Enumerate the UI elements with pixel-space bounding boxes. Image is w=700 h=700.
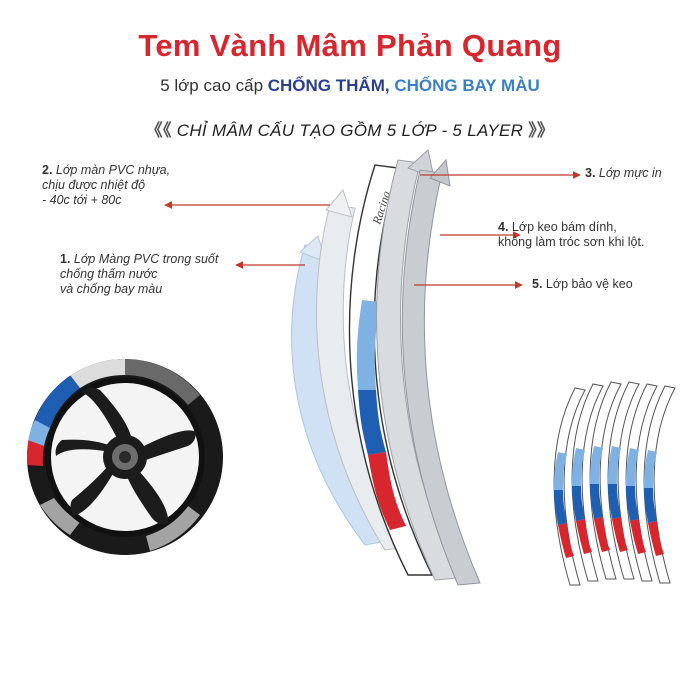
layer-3-line-1: Lớp mực in (598, 166, 662, 180)
layer-2-line-3: - 40c tới + 80c (42, 193, 122, 207)
banner-text: CHỈ MÂM CẤU TẠO GỒM 5 LỚP - 5 LAYER (176, 121, 524, 140)
subtitle-highlight-waterproof: CHỐNG THẤM, (267, 76, 390, 95)
layer-1-line-3: và chống bay màu (60, 282, 163, 296)
layer-4-line-2: không làm tróc sơn khi lột. (498, 235, 645, 249)
page-title: Tem Vành Mâm Phản Quang (138, 28, 562, 63)
layer-stack-illustration: Racing (291, 149, 481, 586)
subtitle: 5 lớp cao cấp CHỐNG THẤM, CHỐNG BAY MÀU (0, 76, 700, 96)
layer-5-line-1: Lớp bảo vệ keo (545, 277, 633, 291)
layer-1-label: 1. Lớp Màng PVC trong suốt chống thấm nư… (60, 252, 240, 297)
layer-1-line-2: chống thấm nước (60, 267, 158, 281)
subtitle-highlight-colorfast: CHỐNG BAY MÀU (394, 76, 540, 95)
layer-5-number: 5. (532, 277, 543, 291)
layer-2-line-1: Lớp màn PVC nhựa, (55, 163, 171, 177)
layer-4-line-1: Lớp keo bám dính, (511, 220, 617, 234)
callout-arrows (164, 171, 581, 289)
wheel-illustration (27, 359, 223, 555)
chevron-right-icon: 》》 (528, 121, 555, 140)
layer-5-label: 5. Lớp bảo vệ keo (532, 277, 692, 292)
layer-1-number: 1. (60, 252, 71, 266)
layer-2-line-2: chịu được nhiệt độ (42, 178, 146, 192)
layer-banner: 《《 CHỈ MÂM CẤU TẠO GỒM 5 LỚP - 5 LAYER 》… (0, 116, 700, 141)
layer-3-label: 3. Lớp mực in (585, 166, 695, 181)
layer-3-number: 3. (585, 166, 596, 180)
subtitle-prefix: 5 lớp cao cấp (160, 76, 268, 95)
layer-2-label: 2. Lớp màn PVC nhựa, chịu được nhiệt độ … (42, 163, 212, 208)
layer-4-number: 4. (498, 220, 509, 234)
layer-1-line-1: Lớp Màng PVC trong suốt (73, 252, 219, 266)
chevron-left-icon: 《《 (145, 121, 172, 140)
layer-4-label: 4. Lớp keo bám dính, không làm tróc sơn … (498, 220, 698, 250)
stripe-set-illustration (553, 381, 676, 586)
layer-2-number: 2. (42, 163, 53, 177)
